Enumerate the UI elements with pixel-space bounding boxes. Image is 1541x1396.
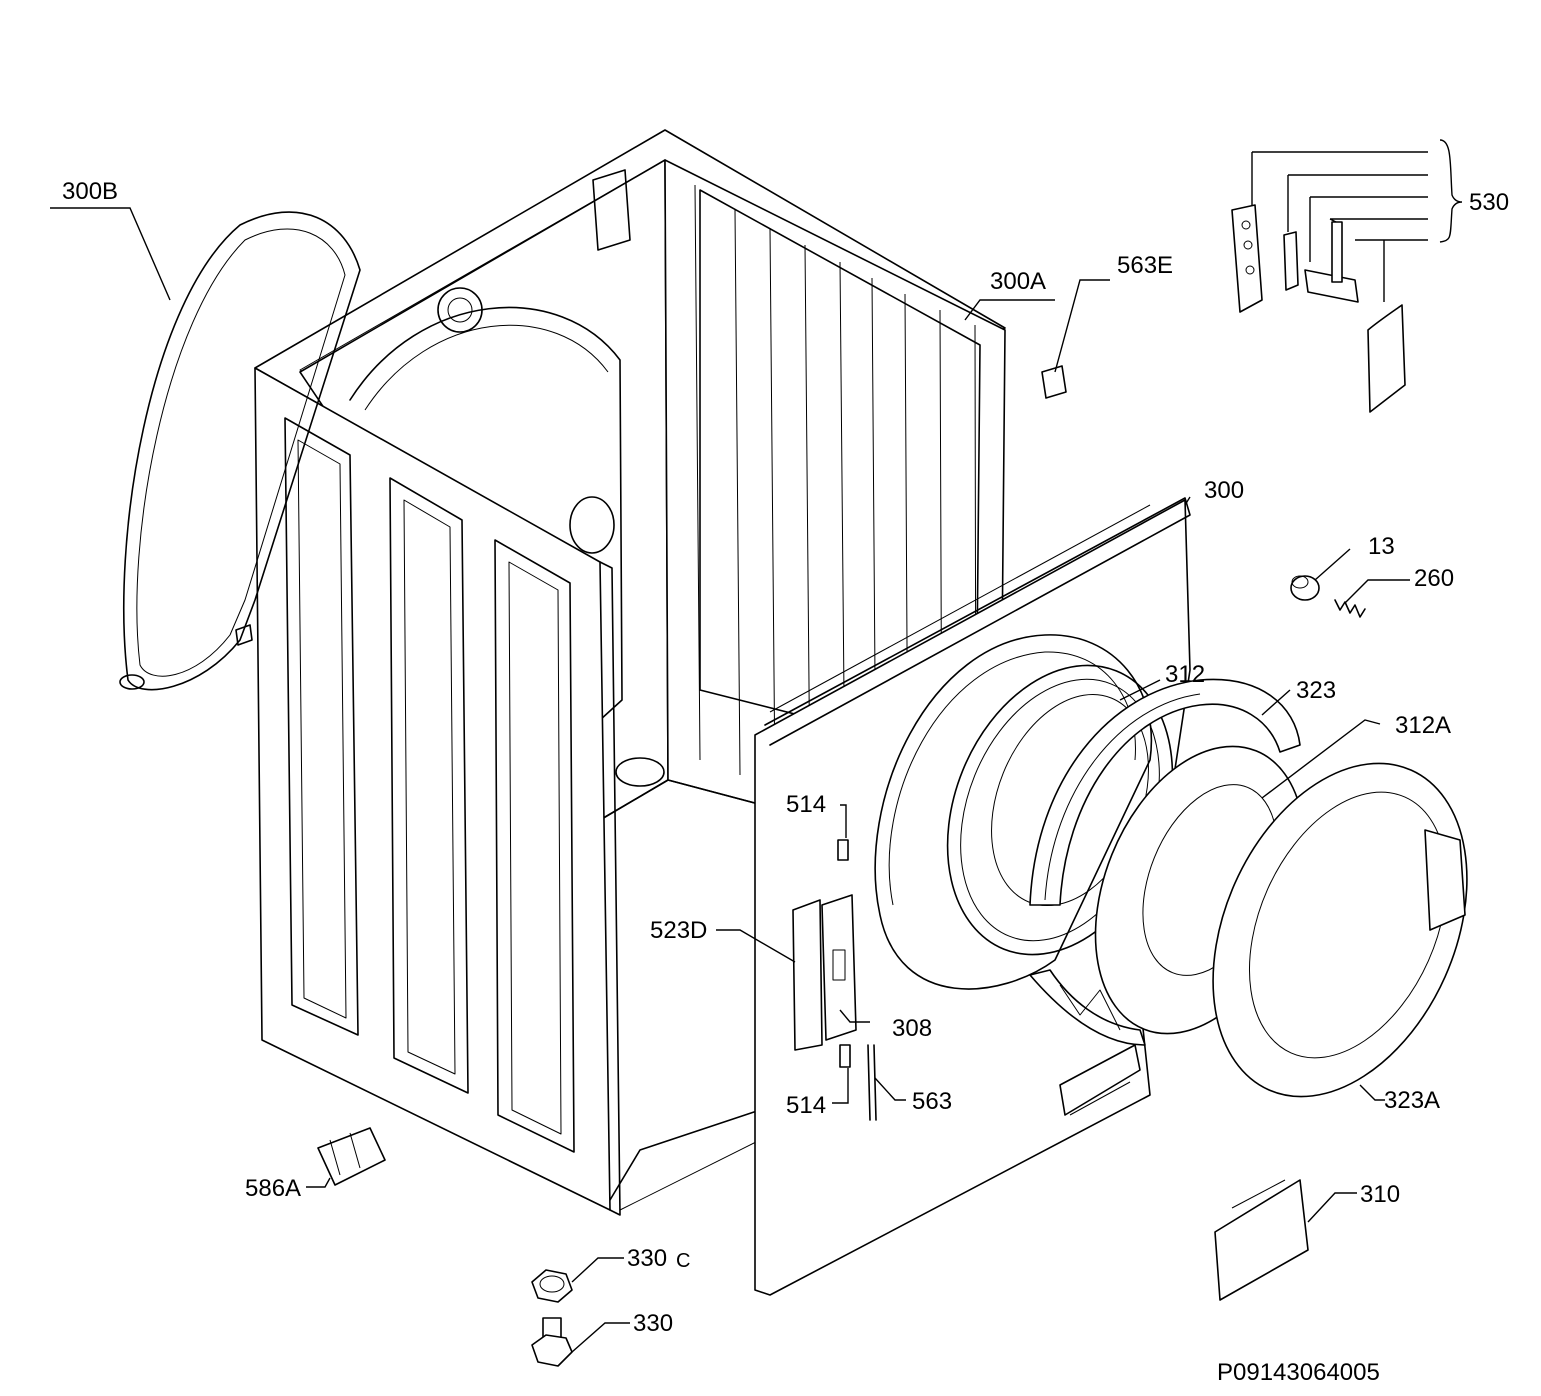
label-323A: 323A [1384, 1087, 1440, 1114]
callout-labels: 300B 300A 563E 530 300 13 260 312 323 31… [62, 178, 1509, 1386]
label-312A: 312A [1395, 712, 1451, 739]
label-514-lower: 514 [786, 1092, 826, 1119]
left-side-panel [254, 367, 621, 1216]
lock-308 [821, 894, 857, 1041]
rod-563 [867, 1044, 877, 1121]
label-586A: 586A [245, 1175, 301, 1202]
lock-parts-530 [1231, 204, 1406, 413]
cover-310 [1214, 1179, 1309, 1301]
label-523D: 523D [650, 917, 707, 944]
pin-514-lower [839, 1044, 851, 1068]
label-300A: 300A [990, 268, 1046, 295]
label-514-upper: 514 [786, 791, 826, 818]
part-13 [1290, 575, 1320, 601]
label-330: 330 [633, 1310, 673, 1337]
label-312: 312 [1165, 661, 1205, 688]
door-frame-ring-323 [1029, 678, 1301, 1046]
front-panel-300 [754, 497, 1191, 1296]
label-13: 13 [1368, 533, 1395, 560]
drawing-code: P09143064005 [1217, 1359, 1380, 1386]
label-300B: 300B [62, 178, 118, 205]
part-586A [317, 1127, 386, 1186]
label-308: 308 [892, 1015, 932, 1042]
part-563E [1041, 365, 1067, 399]
label-530: 530 [1469, 189, 1509, 216]
pin-514-upper [837, 839, 849, 861]
label-323: 323 [1296, 677, 1336, 704]
leader-lines [50, 139, 1463, 1353]
foot-330C [531, 1269, 573, 1303]
bracket-523D [792, 899, 823, 1051]
door-outer-323A [1212, 762, 1468, 1098]
label-330C-suffix: C [676, 1250, 690, 1272]
foot-330 [531, 1317, 573, 1367]
label-310: 310 [1360, 1181, 1400, 1208]
label-300: 300 [1204, 477, 1244, 504]
back-cover-300B [119, 211, 361, 691]
label-260: 260 [1414, 565, 1454, 592]
label-563: 563 [912, 1088, 952, 1115]
label-563E: 563E [1117, 252, 1173, 279]
label-330C-number: 330 [627, 1245, 667, 1272]
spring-260 [1334, 599, 1366, 618]
